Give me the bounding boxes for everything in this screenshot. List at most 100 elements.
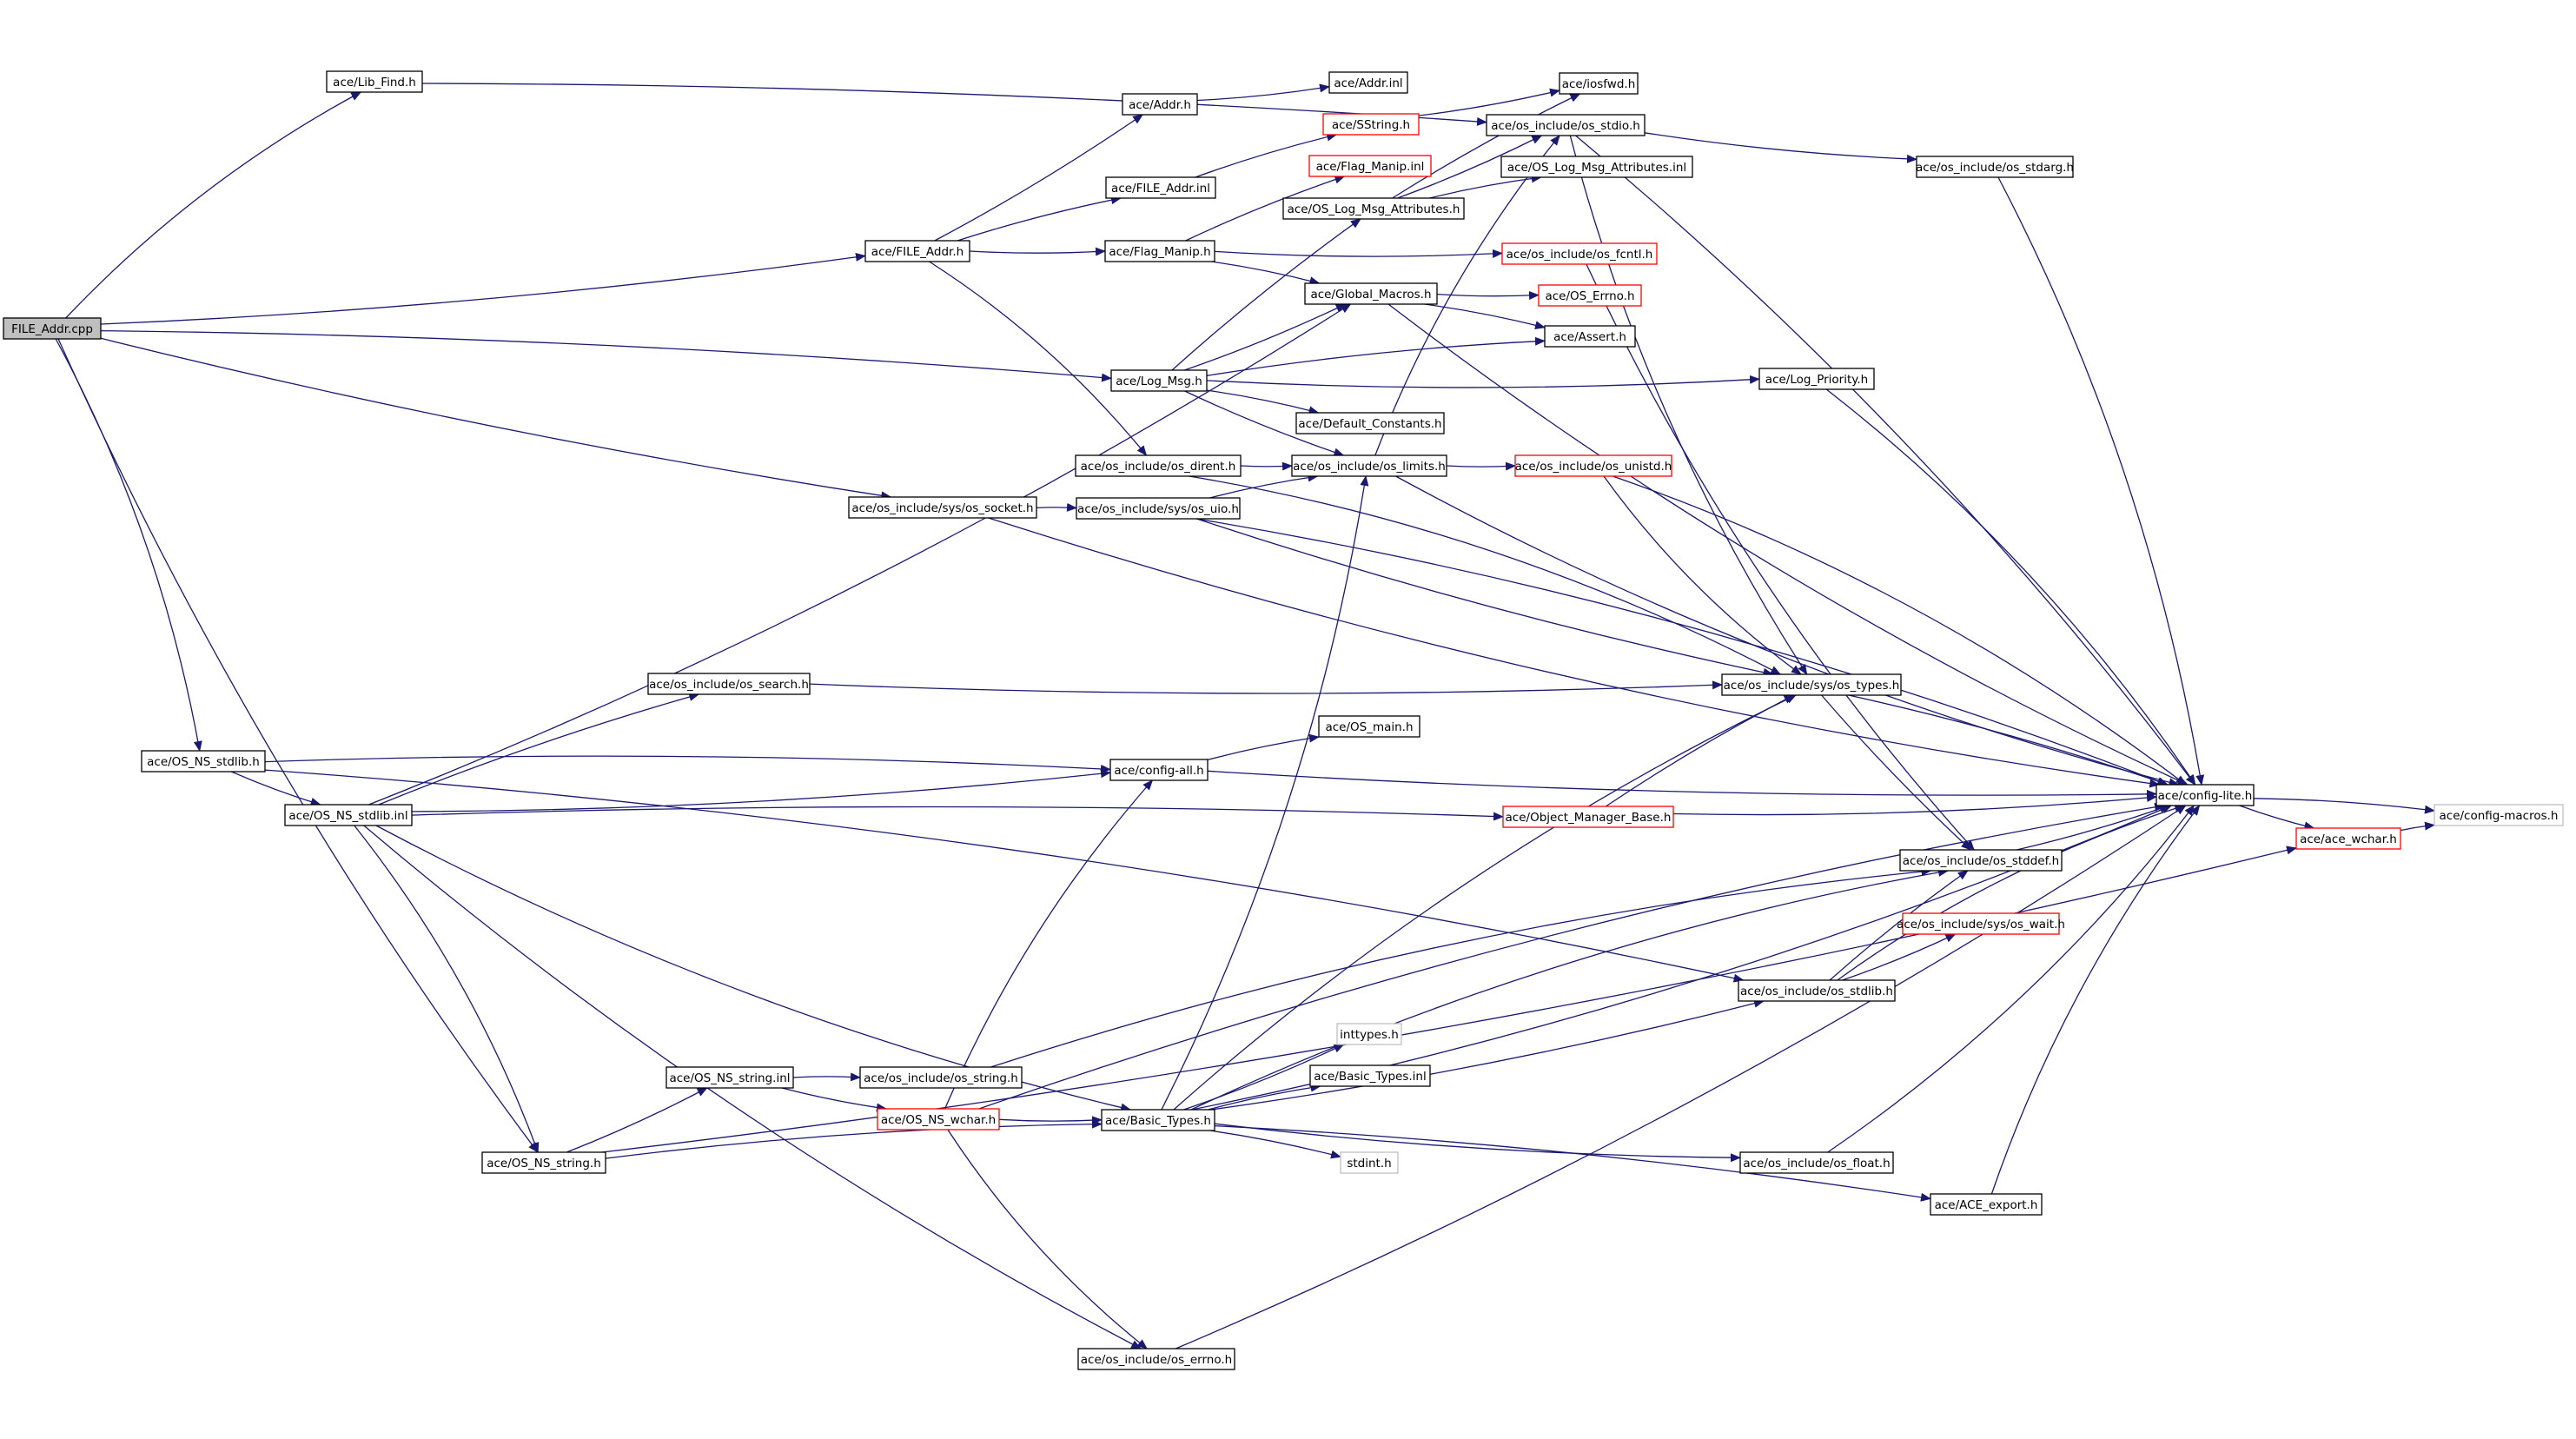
node-os-ns-string-inl[interactable]: ace/OS_NS_string.inl [666, 1066, 794, 1089]
node-box [284, 804, 413, 826]
node-addr-h[interactable]: ace/Addr.h [1122, 93, 1198, 116]
node-assert-h[interactable]: ace/Assert.h [1544, 325, 1636, 348]
node-file-addr-h[interactable]: ace/FILE_Addr.h [864, 240, 970, 262]
edge-os_ns_stdlib_inl-to-object_manager_base [411, 806, 1504, 821]
node-os-stdlib[interactable]: ace/os_include/os_stdlib.h [1738, 979, 1896, 1002]
node-ace-export[interactable]: ace/ACE_export.h [1930, 1193, 2043, 1216]
node-file-addr-inl[interactable]: ace/FILE_Addr.inl [1105, 176, 1216, 199]
node-box [1500, 156, 1693, 178]
node-os-types[interactable]: ace/os_include/sys/os_types.h [1721, 673, 1902, 696]
node-os-string[interactable]: ace/os_include/os_string.h [859, 1066, 1023, 1089]
node-config-macros[interactable]: ace/config-macros.h [2434, 804, 2564, 826]
edge-file_addr_cpp-to-log_msg [100, 329, 1112, 382]
node-os-ns-wchar[interactable]: ace/OS_NS_wchar.h [877, 1108, 1000, 1131]
node-os-unistd[interactable]: ace/os_include/os_unistd.h [1514, 454, 1672, 477]
node-box [1104, 240, 1215, 262]
edge-os_ns_wchar-to-os_errno_inc [947, 1129, 1148, 1349]
node-box [1295, 412, 1445, 434]
edge-log_priority-to-config_lite [1825, 388, 2196, 786]
node-box [1075, 454, 1242, 477]
edge-os_stdlib-to-os_wait [1842, 933, 1957, 981]
node-os-errno-h[interactable]: ace/OS_Errno.h [1538, 284, 1642, 307]
edge-os_ns_string_h-to-ace_wchar [601, 845, 2297, 1153]
node-os-search[interactable]: ace/os_include/os_search.h [647, 673, 811, 695]
node-box [1336, 1023, 1402, 1045]
node-os-stdio[interactable]: ace/os_include/os_stdio.h [1486, 114, 1646, 136]
edge-global_macros-to-os_errno_h [1436, 291, 1540, 301]
node-label: ace/OS_Errno.h [1545, 289, 1634, 303]
node-ace-wchar[interactable]: ace/ace_wchar.h [2295, 827, 2401, 850]
edge-config_lite-to-config_macros [2253, 798, 2435, 814]
node-os-dirent[interactable]: ace/os_include/os_dirent.h [1075, 454, 1242, 477]
node-flag-manip-h[interactable]: ace/Flag_Manip.h [1104, 240, 1215, 262]
node-os-uio[interactable]: ace/os_include/sys/os_uio.h [1076, 497, 1241, 520]
node-os-fcntl[interactable]: ace/os_include/os_fcntl.h [1501, 242, 1658, 265]
node-box [1291, 454, 1447, 477]
edge-os_types-to-os_stddef [1821, 694, 1972, 851]
edge-os_ns_stdlib_inl-to-os_errno_inc [363, 825, 1142, 1349]
edge-basic_types_h-to-os_stddef [1190, 867, 1949, 1111]
node-os-socket[interactable]: ace/os_include/sys/os_socket.h [848, 496, 1037, 519]
node-os-ns-stdlib-h[interactable]: ace/OS_NS_stdlib.h [141, 750, 266, 773]
node-object-manager-base[interactable]: ace/Object_Manager_Base.h [1502, 806, 1674, 828]
edge-os_limits-to-config_lite [1395, 475, 2180, 787]
node-label: FILE_Addr.cpp [11, 322, 93, 336]
node-os-log-msg-attr-h[interactable]: ace/OS_Log_Msg_Attributes.h [1282, 197, 1465, 220]
node-flag-manip-inl[interactable]: ace/Flag_Manip.inl [1308, 155, 1432, 177]
edge-config_lite-to-ace_wchar [2239, 805, 2315, 831]
node-basic-types-h[interactable]: ace/Basic_Types.h [1101, 1109, 1215, 1131]
node-box [1105, 176, 1216, 199]
node-box [1322, 113, 1420, 136]
node-os-float[interactable]: ace/os_include/os_float.h [1739, 1151, 1894, 1174]
node-os-wait[interactable]: ace/os_include/sys/os_wait.h [1897, 912, 2065, 935]
node-sstring[interactable]: ace/SString.h [1322, 113, 1420, 136]
node-os-stdarg[interactable]: ace/os_include/os_stdarg.h [1916, 156, 2074, 178]
edge-os_ns_stdlib_inl-to-os_search [378, 693, 700, 806]
node-config-lite[interactable]: ace/config-lite.h [2155, 784, 2255, 806]
edge-os_dirent-to-os_types [1189, 475, 1782, 675]
node-label: ace/os_include/sys/os_wait.h [1897, 918, 2065, 932]
edge-os_ns_string_h-to-os_ns_string_inl [566, 1087, 708, 1153]
edge-os_log_msg_attr_h-to-iosfwd [1392, 93, 1581, 199]
node-box [1309, 1064, 1431, 1087]
node-os-stddef[interactable]: ace/os_include/os_stddef.h [1899, 849, 2063, 872]
node-file-addr-cpp[interactable]: FILE_Addr.cpp [3, 317, 102, 340]
node-label: ace/FILE_Addr.h [871, 245, 964, 259]
node-os-main[interactable]: ace/OS_main.h [1318, 715, 1420, 738]
node-os-limits[interactable]: ace/os_include/os_limits.h [1291, 454, 1447, 477]
node-default-constants[interactable]: ace/Default_Constants.h [1295, 412, 1445, 434]
node-label: stdint.h [1347, 1157, 1391, 1170]
node-label: ace/SString.h [1332, 118, 1410, 132]
node-box [1308, 155, 1432, 177]
edge-sstring-to-iosfwd [1418, 88, 1560, 116]
edge-layer [55, 83, 2435, 1349]
node-box [864, 240, 970, 262]
node-config-all[interactable]: ace/config-all.h [1109, 759, 1209, 781]
node-iosfwd[interactable]: ace/iosfwd.h [1559, 72, 1639, 95]
edge-flag_manip_h-to-os_fcntl [1214, 249, 1503, 258]
node-log-priority[interactable]: ace/Log_Priority.h [1758, 368, 1875, 390]
node-box [666, 1066, 794, 1089]
edge-os_ns_stdlib_inl-to-os_ns_string_h [354, 825, 540, 1153]
node-inttypes[interactable]: inttypes.h [1336, 1023, 1402, 1045]
node-basic-types-inl[interactable]: ace/Basic_Types.inl [1309, 1064, 1431, 1087]
node-lib-find[interactable]: ace/Lib_Find.h [326, 70, 423, 93]
node-label: ace/Flag_Manip.h [1109, 245, 1210, 259]
node-log-msg[interactable]: ace/Log_Msg.h [1110, 369, 1208, 392]
edge-log_msg-to-os_limits [1184, 390, 1345, 457]
node-box [2155, 784, 2255, 806]
node-stdint[interactable]: stdint.h [1340, 1151, 1399, 1174]
node-addr-inl[interactable]: ace/Addr.inl [1328, 71, 1408, 94]
edge-config_all-to-config_lite [1207, 770, 2157, 799]
node-global-macros[interactable]: ace/Global_Macros.h [1304, 282, 1438, 305]
node-os-ns-stdlib-inl[interactable]: ace/OS_NS_stdlib.inl [284, 804, 413, 826]
node-box [1544, 325, 1636, 348]
node-label: ace/os_include/os_errno.h [1081, 1353, 1232, 1367]
node-os-log-msg-attr-inl[interactable]: ace/OS_Log_Msg_Attributes.inl [1500, 156, 1693, 178]
node-os-errno-inc[interactable]: ace/os_include/os_errno.h [1077, 1348, 1235, 1370]
edge-log_msg-to-global_macros [1184, 303, 1347, 371]
node-os-ns-string-h[interactable]: ace/OS_NS_string.h [481, 1151, 606, 1174]
node-box [877, 1108, 1000, 1131]
edge-log_msg-to-assert_h [1206, 336, 1546, 376]
node-box [1758, 368, 1875, 390]
